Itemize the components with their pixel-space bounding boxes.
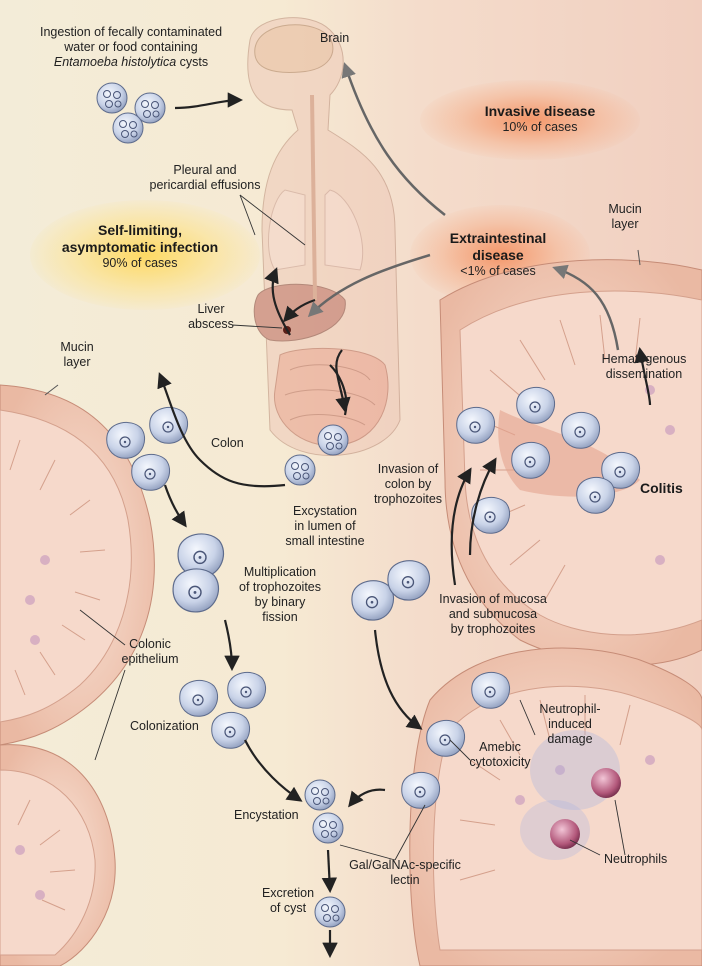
invasion-mucosa-line-2: and submucosa [448, 607, 538, 621]
invasion-mucosa-label: Invasion of mucosa and submucosa by trop… [434, 592, 552, 637]
human-body [247, 17, 401, 456]
multiplication-line-3: by binary [254, 595, 306, 609]
self-limiting-highlight [30, 200, 260, 310]
invasive-subtitle: 10% of cases [502, 120, 578, 134]
invasion-colon-label: Invasion of colon by trophozoites [368, 462, 448, 507]
lectin-line-1: Gal/GalNAc-specific [349, 858, 461, 872]
self-limiting-subtitle: 90% of cases [102, 256, 178, 270]
excretion-line-1: Excretion [261, 886, 315, 900]
hematogenous-line-1: Hematogenous [601, 352, 687, 366]
extraintestinal-line-1: Extraintestinal [449, 230, 547, 246]
mucin-right-line-1: Mucin [608, 202, 642, 216]
excystation-label: Excystation in lumen of small intestine [270, 504, 380, 549]
colonic-line-1: Colonic [129, 637, 171, 651]
colonic-epithelium-label: Colonic epithelium [115, 637, 185, 667]
invasive-title: Invasive disease [484, 103, 596, 119]
self-limiting-line-1: Self-limiting, [98, 222, 182, 238]
flow-arrows [157, 92, 652, 959]
colonization-label: Colonization [130, 719, 199, 733]
hematogenous-line-2: dissemination [605, 367, 683, 381]
colitis-label: Colitis [640, 480, 683, 496]
neutrophil-damage-label: Neutrophil- induced damage [530, 702, 610, 747]
amebic-cytotoxicity-label: Amebic cytotoxicity [460, 740, 540, 770]
ingestion-label: Ingestion of fecally contaminated water … [12, 25, 250, 70]
left-colon-tissue [0, 384, 155, 966]
invasive-highlight [420, 80, 640, 160]
invasion-colon-line-3: trophozoites [373, 492, 443, 506]
excretion-label: Excretion of cyst [258, 886, 318, 916]
excystation-line-2: in lumen of [294, 519, 356, 533]
colon-label: Colon [211, 436, 244, 450]
invasion-colon-line-2: colon by [384, 477, 432, 491]
species-name: Entamoeba histolytica [53, 55, 177, 69]
neutrophil-damage-line-1: Neutrophil- [539, 702, 601, 716]
invasion-mucosa-line-3: by trophozoites [450, 622, 536, 636]
neutrophils-label: Neutrophils [604, 852, 668, 866]
multiplication-line-2: of trophozoites [239, 580, 321, 594]
invasion-trophozoites [351, 560, 431, 621]
mucin-right-line-2: layer [611, 217, 639, 231]
right-colon-tissue [409, 259, 702, 966]
extraintestinal-line-2: disease [472, 247, 524, 263]
liver-line-1: Liver [197, 302, 225, 316]
excretion-line-2: of cyst [269, 901, 307, 915]
binary-fission-cells [172, 533, 225, 613]
liver-line-2: abscess [188, 317, 234, 331]
ingestion-line-3-rest: cysts [176, 55, 209, 69]
hematogenous-label: Hematogenous dissemination [596, 352, 692, 382]
colonic-line-2: epithelium [121, 652, 179, 666]
ingestion-line-2: water or food containing [64, 40, 198, 54]
ingested-cysts [96, 82, 166, 144]
self-limiting-label: Self-limiting, asymptomatic infection 90… [35, 222, 245, 271]
ingestion-line-1: Ingestion of fecally contaminated [39, 25, 223, 39]
extraintestinal-label: Extraintestinal disease <1% of cases [438, 230, 558, 279]
pleural-label: Pleural and pericardial effusions [140, 163, 270, 193]
neutrophil-damage-line-2: induced [548, 717, 592, 731]
pleural-line-1: Pleural and [173, 163, 237, 177]
liver-abscess-label: Liver abscess [186, 302, 236, 332]
lectin-line-2: lectin [390, 873, 420, 887]
multiplication-line-4: fission [262, 610, 298, 624]
excystation-line-1: Excystation [293, 504, 357, 518]
ingestion-line-3: Entamoeba histolytica cysts [12, 55, 250, 70]
invasive-disease-label: Invasive disease 10% of cases [470, 103, 610, 135]
extraintestinal-subtitle: <1% of cases [460, 264, 536, 278]
colonization-cells [179, 671, 267, 749]
self-limiting-line-2: asymptomatic infection [61, 239, 219, 255]
amebic-line-1: Amebic [479, 740, 521, 754]
mucin-left-line-2: layer [63, 355, 91, 369]
brain-label: Brain [320, 31, 350, 45]
invasion-colon-line-1: Invasion of [377, 462, 439, 476]
mucin-left-line-1: Mucin [60, 340, 94, 354]
amebic-line-2: cytotoxicity [469, 755, 531, 769]
encystation-label: Encystation [234, 808, 299, 822]
invasion-mucosa-line-1: Invasion of mucosa [439, 592, 547, 606]
mucin-left-label: Mucin layer [52, 340, 102, 370]
multiplication-line-1: Multiplication [243, 565, 317, 579]
mucin-right-label: Mucin layer [600, 202, 650, 232]
neutrophil-damage-line-3: damage [547, 732, 593, 746]
lectin-label: Gal/GalNAc-specific lectin [340, 858, 470, 888]
pleural-line-2: pericardial effusions [149, 178, 261, 192]
excystation-line-3: small intestine [285, 534, 365, 548]
multiplication-label: Multiplication of trophozoites by binary… [225, 565, 335, 625]
